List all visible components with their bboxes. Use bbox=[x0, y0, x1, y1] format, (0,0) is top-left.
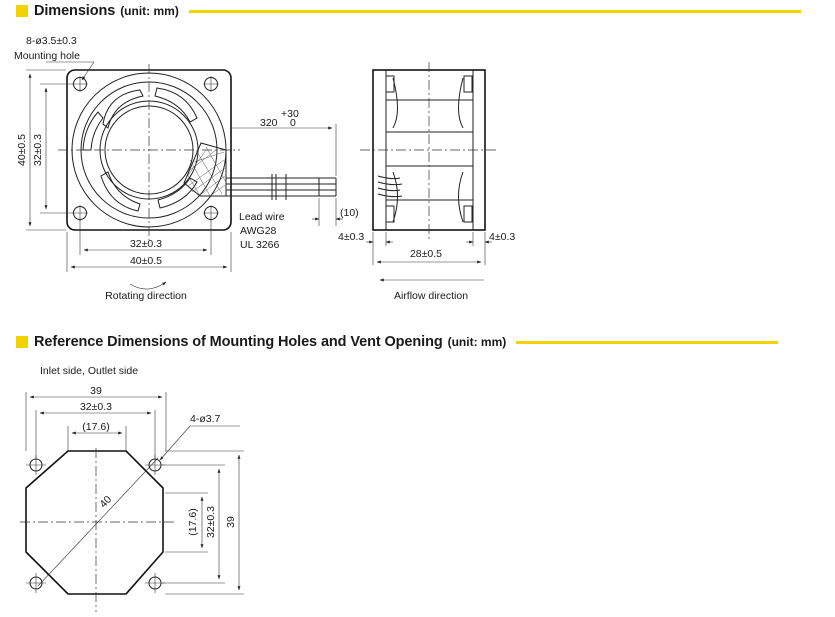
heading-marker bbox=[16, 336, 28, 348]
lead-ul-label: UL 3266 bbox=[240, 239, 279, 251]
lead-tol-plus: +30 bbox=[281, 108, 299, 120]
ref-pitch-vertical: 32±0.3 bbox=[205, 506, 217, 538]
center-lines bbox=[58, 64, 240, 240]
ref-diagonal: 40 bbox=[97, 493, 114, 510]
front-width-inner: 32±0.3 bbox=[130, 238, 162, 250]
ref-hole-spec: 4-ø3.7 bbox=[190, 413, 221, 425]
ref-vent-horizontal: (17.6) bbox=[82, 421, 109, 433]
reference-dimensions bbox=[25, 392, 244, 595]
reference-unit: (unit: mm) bbox=[447, 335, 507, 349]
vent-opening-outline bbox=[25, 450, 164, 595]
side-overhang-left: 4±0.3 bbox=[338, 231, 364, 243]
ref-width-outer: 39 bbox=[90, 385, 102, 397]
inlet-outlet-label: Inlet side, Outlet side bbox=[40, 365, 138, 377]
airflow-direction-label: Airflow direction bbox=[394, 290, 468, 302]
corner-holes bbox=[72, 76, 219, 221]
ref-pitch-horizontal: 32±0.3 bbox=[80, 401, 112, 413]
front-dimensions bbox=[26, 61, 343, 290]
fan-blades bbox=[82, 87, 198, 212]
front-width-outer: 40±0.5 bbox=[130, 255, 162, 267]
lead-tol-minus: 0 bbox=[290, 117, 296, 129]
side-dimensions bbox=[366, 232, 492, 282]
heading-rule bbox=[516, 340, 779, 344]
lead-wire-label: Lead wire bbox=[239, 211, 285, 223]
mounting-hole-label: Mounting hole bbox=[14, 50, 80, 62]
heading-marker bbox=[16, 5, 28, 17]
rotating-direction-label: Rotating direction bbox=[105, 290, 187, 302]
mounting-hole-spec: 8-ø3.5±0.3 bbox=[26, 35, 77, 47]
lead-awg-label: AWG28 bbox=[240, 225, 277, 237]
reference-heading: Reference Dimensions of Mounting Holes a… bbox=[16, 334, 779, 350]
front-height-inner: 32±0.3 bbox=[32, 134, 44, 166]
reference-holes bbox=[26, 455, 165, 593]
ref-height-outer: 39 bbox=[225, 516, 237, 528]
dimensions-title: Dimensions bbox=[34, 3, 116, 19]
front-height-outer: 40±0.5 bbox=[16, 134, 28, 166]
reference-center-lines bbox=[20, 448, 175, 612]
fan-front-view bbox=[58, 64, 337, 240]
dimensions-heading: Dimensions (unit: mm) bbox=[16, 3, 801, 19]
dimensions-unit: (unit: mm) bbox=[120, 4, 179, 18]
lead-strip: (10) bbox=[340, 207, 359, 219]
side-overhang-right: 4±0.3 bbox=[489, 231, 515, 243]
fan-side-view bbox=[360, 62, 498, 240]
reference-title: Reference Dimensions of Mounting Holes a… bbox=[34, 334, 443, 350]
reference-view bbox=[20, 448, 175, 612]
side-center-lines bbox=[360, 62, 498, 240]
diagonal-dimension-line bbox=[37, 457, 159, 587]
lead-wires bbox=[226, 174, 337, 200]
side-depth: 28±0.5 bbox=[410, 248, 442, 260]
heading-rule bbox=[188, 9, 801, 13]
ref-vent-vertical: (17.6) bbox=[187, 508, 199, 535]
lead-length: 320 bbox=[260, 117, 278, 129]
